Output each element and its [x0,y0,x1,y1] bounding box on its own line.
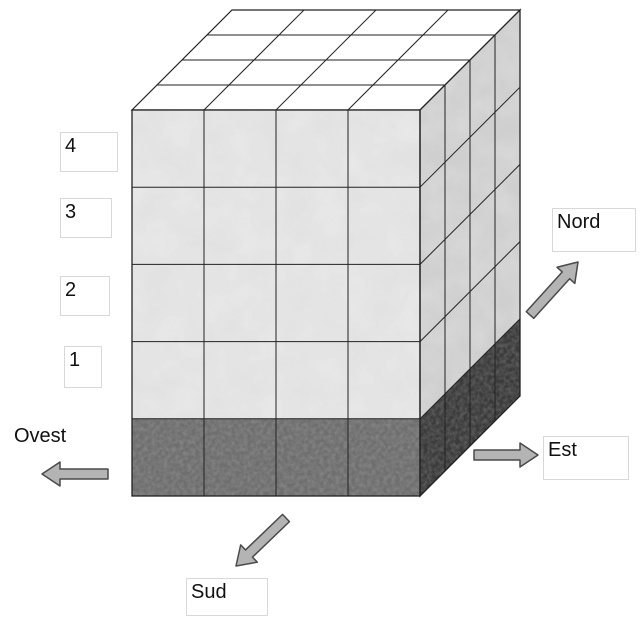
label-est: Est [543,436,629,480]
side-grid-row-line [419,164,521,265]
side-grid-row-line [419,241,521,342]
floor-label-4: 4 [60,132,118,172]
label-nord: Nord [552,208,636,252]
floor-label-2: 2 [60,276,110,316]
arrow-sud-icon [235,513,291,567]
side-face-outline [419,8,521,498]
floor-label-1: 1 [64,346,102,388]
label-ovest: Ovest [14,425,67,447]
side-grid-row-line [419,318,521,420]
arrow-est-icon [473,442,539,468]
side-grid-row-line [419,86,521,188]
arrow-nord-icon [525,261,579,320]
floor-label-3: 3 [60,198,112,238]
arrow-ovest-icon [41,461,109,487]
label-sud: Sud [186,578,268,616]
